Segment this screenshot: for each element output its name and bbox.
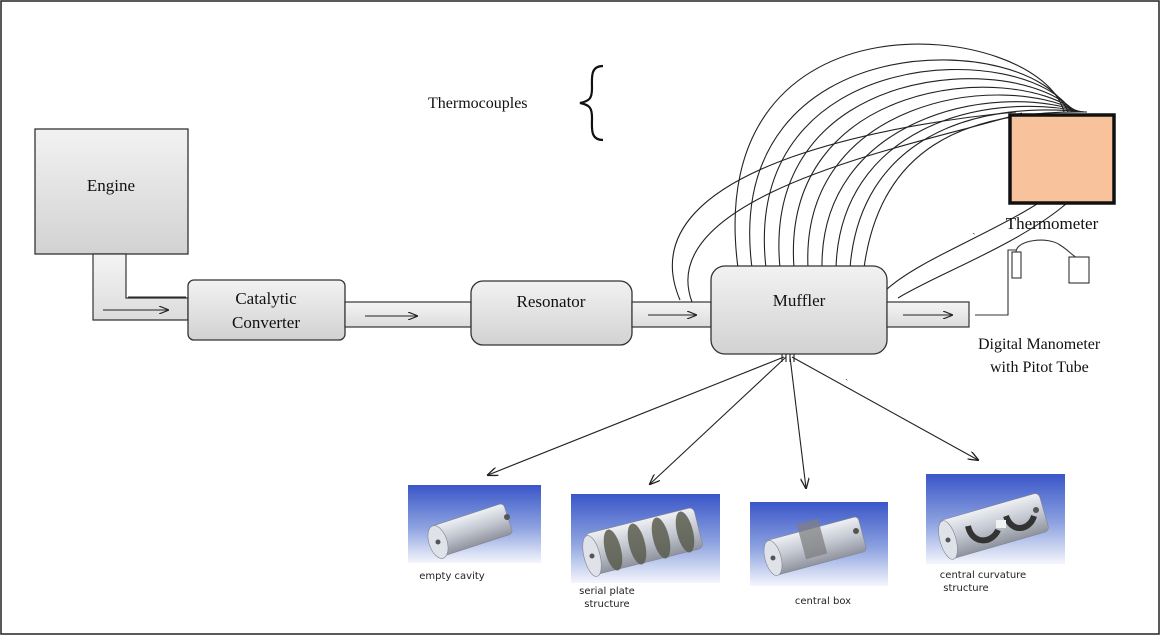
resonator-block: Resonator — [470, 280, 633, 346]
thermocouples-label: Thermocouples — [428, 95, 528, 112]
engine-block: Engine — [34, 128, 189, 255]
muffler-label: Muffler — [773, 291, 826, 310]
cylinder-box-icon — [763, 516, 867, 576]
thermocouple-wires — [671, 43, 1109, 303]
variant-serial-plate: serial plate structure — [571, 494, 720, 610]
caption-central-curvature-2: structure — [943, 583, 988, 594]
caption-central-curvature-1: central curvature — [940, 570, 1026, 581]
catalytic-converter-block: Catalytic Converter — [187, 279, 346, 341]
muffler-block: Muffler — [710, 265, 888, 355]
resonator-label: Resonator — [517, 292, 586, 311]
caption-central-box: central box — [795, 596, 851, 607]
caption-empty-cavity: empty cavity — [419, 571, 485, 582]
engine-label: Engine — [87, 176, 135, 195]
thermometer-label: Thermometer — [1006, 214, 1099, 233]
caption-serial-plate-2: structure — [584, 599, 629, 610]
thermocouples-annotation: Thermocouples — [428, 64, 604, 142]
variant-arrows — [488, 354, 978, 488]
catalytic-label-line1: Catalytic — [235, 289, 297, 308]
stray-mark-2: ˏ — [845, 370, 848, 381]
catalytic-label-line2: Converter — [232, 313, 300, 332]
stray-mark: ˏ — [972, 222, 976, 235]
variant-central-curvature: central curvature structure — [926, 474, 1065, 594]
variant-empty-cavity: empty cavity — [408, 485, 541, 582]
variant-central-box: central box — [750, 502, 888, 607]
cylinder-plates-icon — [582, 507, 703, 577]
cylinder-empty-icon — [427, 503, 513, 559]
caption-serial-plate-1: serial plate — [579, 586, 635, 597]
manometer-device — [975, 239, 1090, 316]
brace-icon — [579, 64, 604, 142]
pipe-cat-resonator — [344, 301, 472, 328]
manometer-label-line2: with Pitot Tube — [990, 359, 1089, 376]
cylinder-curvature-icon — [938, 493, 1049, 560]
manometer-label-line1: Digital Manometer — [978, 336, 1101, 353]
thermometer-device: Thermometer ˏ — [972, 113, 1116, 235]
